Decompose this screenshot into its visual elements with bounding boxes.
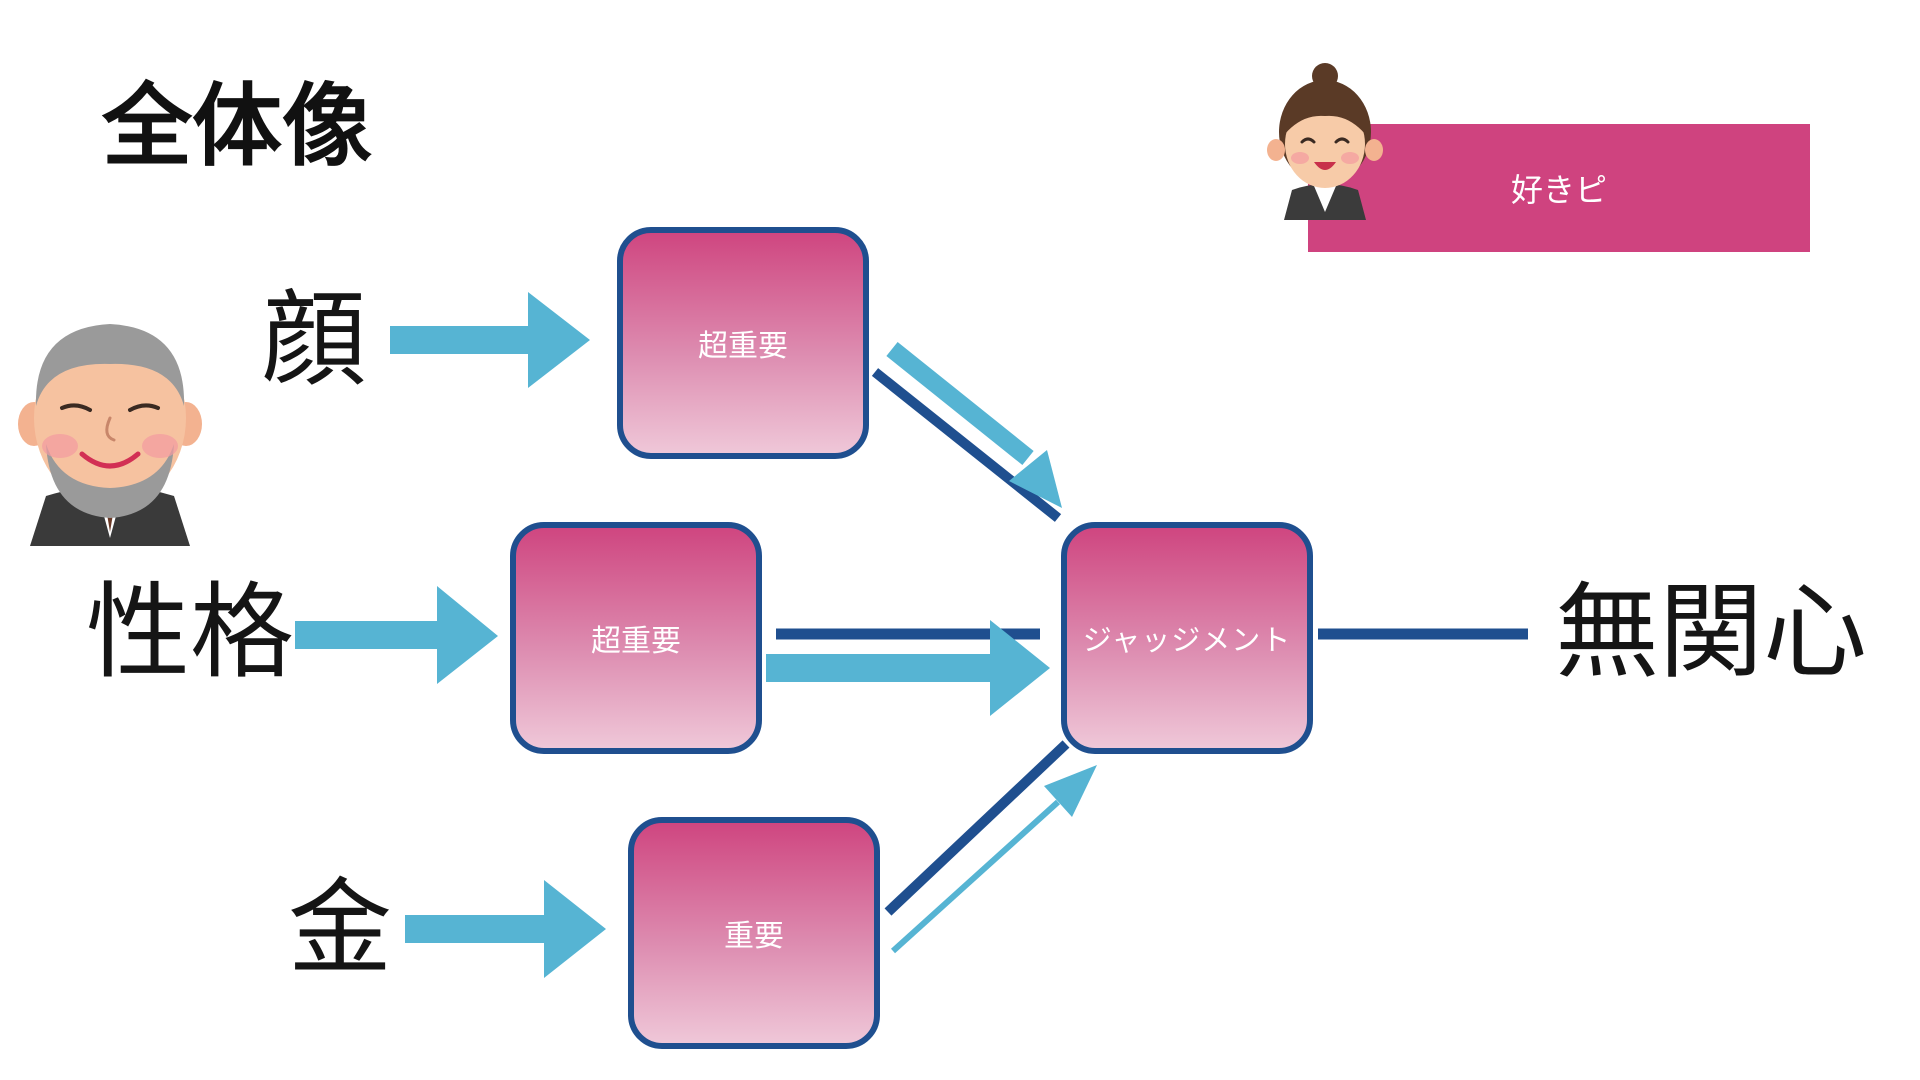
arrow-shaft-money-to-judgment [890, 799, 1061, 954]
woman-avatar-icon [1267, 63, 1383, 220]
arrow-shaft-face-to-judgment [886, 341, 1034, 466]
banner-crush: 好きピ [1308, 124, 1810, 252]
node-money-importance: 重要 [628, 817, 880, 1049]
node-personality-importance: 超重要 [510, 522, 762, 754]
arrowhead-money-to-judgment [1044, 765, 1097, 817]
line-face-to-judgment [871, 368, 1062, 522]
factor-money-label: 金 [288, 867, 393, 989]
old-man-avatar-icon [18, 324, 202, 546]
outcome-label: 無関心 [1555, 571, 1868, 693]
factor-face-label: 顔 [262, 279, 367, 401]
node-face-importance: 超重要 [617, 227, 869, 459]
node-judgment: ジャッジメント [1061, 522, 1313, 754]
page-title: 全体像 [102, 74, 372, 179]
arrow-personality-to-judgment [766, 620, 1050, 716]
arrow-personality-to-node [295, 586, 498, 684]
line-money-to-judgment [884, 740, 1070, 916]
arrow-money-to-node [405, 880, 606, 978]
arrow-face-to-node [390, 292, 590, 388]
factor-personality-label: 性格 [86, 571, 295, 693]
arrowhead-face-to-judgment [1009, 450, 1062, 508]
